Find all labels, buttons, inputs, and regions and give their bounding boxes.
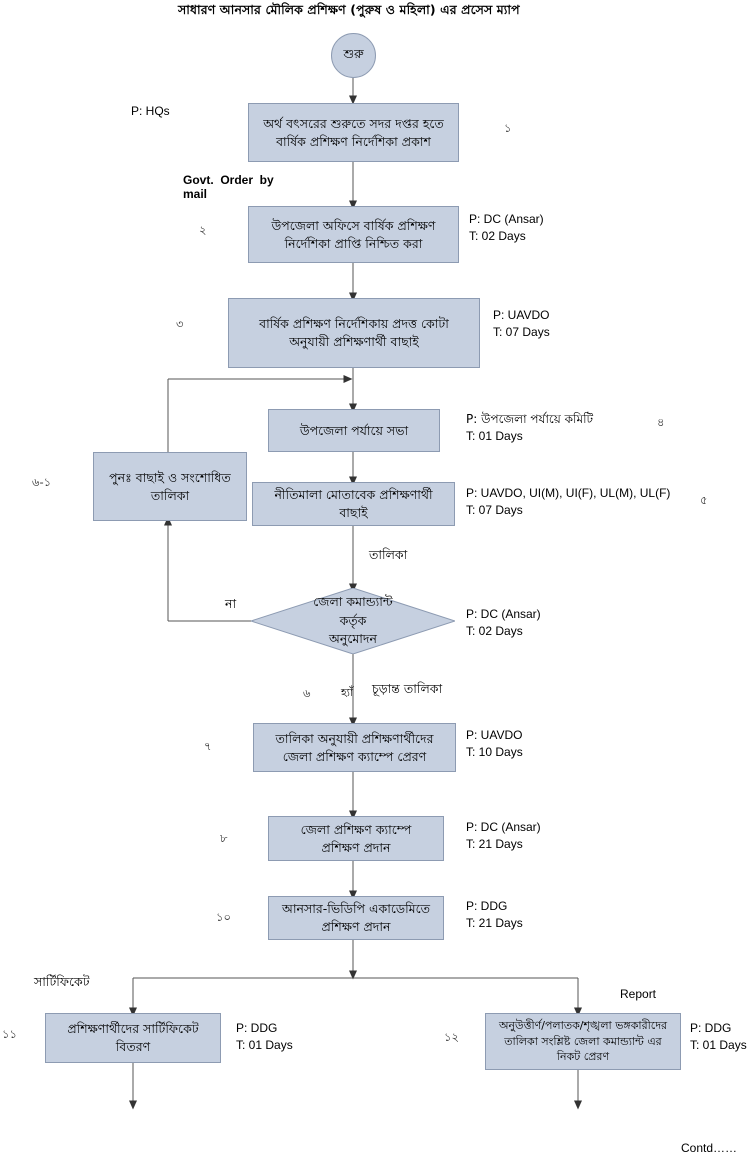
node-6-1-step-number: ৬-১	[32, 475, 52, 489]
node-3-time: T: 07 Days	[493, 325, 550, 339]
node-4-upazila-level-meeting: উপজেলা পর্যায়ে সভা	[268, 409, 440, 452]
node-1-person: P: HQs	[131, 104, 170, 118]
node-3-line-2: অনুযায়ী প্রশিক্ষণার্থী বাছাই	[289, 334, 419, 349]
footer-continued-note: Contd……	[681, 1141, 738, 1155]
node-7-line-2: জেলা প্রশিক্ষণ ক্যাম্পে প্রেরণ	[282, 748, 427, 764]
node-5-time: T: 07 Days	[466, 503, 523, 517]
decision-line-1: জেলা কমান্ড্যান্ট	[313, 593, 393, 609]
node-10-time: T: 21 Days	[466, 916, 523, 930]
node-2-person: P: DC (Ansar)	[469, 212, 544, 226]
node-11-line-1: প্রশিক্ষণার্থীদের সার্টিফিকেট	[67, 1021, 199, 1037]
node-4-person: P: উপজেলা পর্যায়ে কমিটি	[466, 412, 594, 426]
node-3-select-trainees-by-quota: বার্ষিক প্রশিক্ষণ নির্দেশিকায় প্রদত্ত ক…	[228, 298, 480, 368]
node-12-time: T: 01 Days	[690, 1038, 747, 1052]
node-4-time: T: 01 Days	[466, 429, 523, 443]
node-1-line-1: অর্থ বৎসরের শুরুতে সদর দপ্তর হতে	[263, 115, 444, 131]
start-terminator: শুরু	[331, 33, 376, 78]
node-6-1-line-1: পুনঃ বাছাই ও সংশোধিত	[109, 469, 231, 485]
node-10-line-1: আনসার-ভিডিপি একাডেমিতে	[281, 901, 431, 917]
node-7-step-number: ৭	[204, 739, 212, 753]
node-12-send-failed-absconded-list: অনুউত্তীর্ণ/পলাতক/শৃঙ্খলা ভঙ্গকারীদের তা…	[485, 1013, 681, 1070]
node-5-line-1: নীতিমালা মোতাবেক প্রশিক্ষণার্থী	[274, 487, 433, 503]
node-2-confirm-guideline-receipt: উপজেলা অফিসে বার্ষিক প্রশিক্ষণ নির্দেশিক…	[248, 206, 459, 263]
node-5-step-number: ৫	[700, 493, 708, 507]
node-10-training-at-ansar-vdp-academy: আনসার-ভিডিপি একাডেমিতে প্রশিক্ষণ প্রদান	[268, 896, 444, 940]
node-7-line-1: তালিকা অনুযায়ী প্রশিক্ষণার্থীদের	[275, 730, 434, 746]
node-2-line-2: নির্দেশিকা প্রাপ্তি নিশ্চিত করা	[284, 235, 423, 251]
decision-person: P: DC (Ansar)	[466, 607, 541, 621]
node-10-line-2: প্রশিক্ষণ প্রদান	[321, 919, 391, 934]
node-7-send-trainees-to-district-camp: তালিকা অনুযায়ী প্রশিক্ষণার্থীদের জেলা প…	[253, 723, 456, 772]
node-10-person: P: DDG	[466, 899, 508, 913]
node-6-1-reselection-and-revised-list: পুনঃ বাছাই ও সংশোধিত তালিকা	[93, 452, 247, 521]
node-2-line-1: উপজেলা অফিসে বার্ষিক প্রশিক্ষণ	[271, 217, 436, 233]
node-11-time: T: 01 Days	[236, 1038, 293, 1052]
node-6-1-line-2: তালিকা	[150, 487, 190, 503]
node-7-time: T: 10 Days	[466, 745, 523, 759]
branch-label-report: Report	[620, 987, 657, 1001]
decision-output-label: চূড়ান্ত তালিকা	[372, 681, 443, 696]
branch-label-certificate: সার্টিফিকেট	[34, 974, 90, 989]
node-2-step-number: ২	[199, 223, 207, 237]
start-terminator-label: শুরু	[343, 45, 364, 61]
node-11-line-2: বিতরণ	[115, 1039, 151, 1054]
decision-line-3: অনুমোদন	[329, 631, 377, 647]
node-12-person: P: DDG	[690, 1021, 732, 1035]
decision-input-label: তালিকা	[369, 547, 408, 562]
node-10-step-number: ১০	[216, 910, 231, 924]
node-12-line-3: নিকট প্রেরণ	[556, 1050, 610, 1064]
node-8-time: T: 21 Days	[466, 837, 523, 851]
node-11-step-number: ১১	[2, 1027, 17, 1041]
node-3-line-1: বার্ষিক প্রশিক্ষণ নির্দেশিকায় প্রদত্ত ক…	[259, 316, 449, 332]
node-8-line-2: প্রশিক্ষণ প্রদান	[321, 839, 391, 855]
node-8-line-1: জেলা প্রশিক্ষণ ক্যাম্পে	[300, 821, 412, 837]
node-5-select-trainees-per-policy: নীতিমালা মোতাবেক প্রশিক্ষণার্থী বাছাই	[252, 482, 455, 526]
node-12-line-1: অনুউত্তীর্ণ/পলাতক/শৃঙ্খলা ভঙ্গকারীদের	[498, 1018, 668, 1032]
node-4-step-number: ৪	[657, 415, 665, 429]
node-7-person: P: UAVDO	[466, 728, 523, 742]
page-title: সাধারণ আনসার মৌলিক প্রশিক্ষণ (পুরুষ ও মহ…	[178, 2, 520, 17]
decision-approval-by-district-commandant: জেলা কমান্ড্যান্ট কর্তৃক অনুমোদন	[251, 588, 455, 654]
node-12-step-number: ১২	[444, 1030, 459, 1044]
decision-diamond-shape	[251, 588, 455, 654]
decision-no-label: না	[225, 596, 237, 611]
decision-step-number: ৬	[303, 686, 311, 700]
decision-time: T: 02 Days	[466, 624, 523, 638]
node-8-step-number: ৮	[220, 831, 228, 845]
node-4-line-1: উপজেলা পর্যায়ে সভা	[299, 422, 409, 438]
node-3-step-number: ৩	[176, 317, 184, 331]
edge-label-govt-order: Govt. Order by mail	[183, 173, 274, 201]
node-1-publish-training-guideline: অর্থ বৎসরের শুরুতে সদর দপ্তর হতে বার্ষিক…	[248, 103, 459, 162]
node-8-person: P: DC (Ansar)	[466, 820, 541, 834]
node-1-line-2: বার্ষিক প্রশিক্ষণ নির্দেশিকা প্রকাশ	[276, 133, 431, 149]
node-11-person: P: DDG	[236, 1021, 278, 1035]
node-3-person: P: UAVDO	[493, 308, 550, 322]
node-12-line-2: তালিকা সংশ্লিষ্ট জেলা কমান্ড্যান্ট এর	[504, 1034, 662, 1048]
node-11-distribute-certificates: প্রশিক্ষণার্থীদের সার্টিফিকেট বিতরণ	[45, 1013, 221, 1063]
node-5-line-2: বাছাই	[339, 505, 368, 520]
decision-yes-label: হ্যাঁ	[341, 686, 354, 699]
node-1-step-number: ১	[504, 121, 512, 135]
node-5-person: P: UAVDO, UI(M), UI(F), UL(M), UL(F)	[466, 486, 671, 500]
node-8-training-at-district-camp: জেলা প্রশিক্ষণ ক্যাম্পে প্রশিক্ষণ প্রদান	[268, 816, 444, 861]
node-2-time: T: 02 Days	[469, 229, 526, 243]
decision-line-2: কর্তৃক	[339, 612, 367, 628]
